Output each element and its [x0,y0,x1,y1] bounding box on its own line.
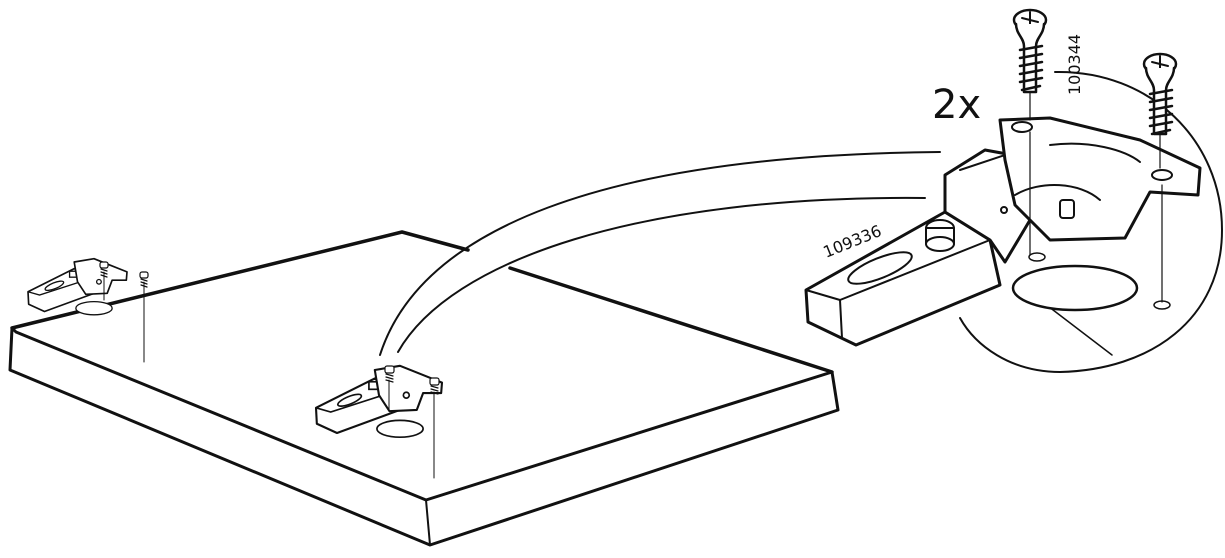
door-panel [8,230,840,547]
callout-lines [379,151,941,356]
screw-left-1 [99,261,109,301]
screw-front-2 [429,377,440,479]
quantity-label: 2x [932,82,981,128]
hinge-left [27,257,128,316]
screw-large-1 [1012,8,1048,121]
part-number-screw: 100344 [1065,34,1084,95]
hinge-detail [804,116,1202,347]
hinge-front [314,364,444,439]
screw-large-2 [1142,52,1178,169]
screw-left-2 [139,271,149,363]
screw-front-1 [384,365,395,411]
